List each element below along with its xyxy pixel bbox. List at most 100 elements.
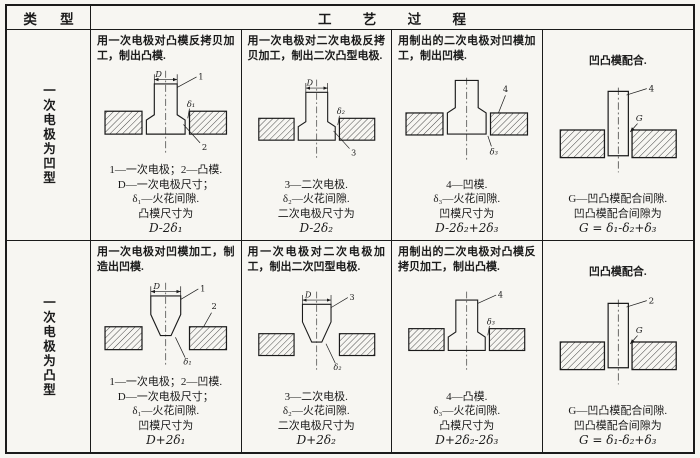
electrode-outline (301, 303, 332, 343)
formula: D-2δ₂ (299, 221, 334, 236)
process-cell: 用制出的二次电极对凸模反拷贝加工，制出凸模. 4 δ₃ 4—凸模. δ₃—火花间… (392, 241, 543, 452)
formula: G = δ₁-δ₂+δ₃ (579, 433, 657, 448)
leader-line (498, 95, 506, 114)
row-label-concave: 一次电极为凹型 (7, 30, 91, 241)
legend-line: G—凹凸模配合间隙. (568, 193, 668, 206)
legend-line: δ₁—火花间隙. (132, 405, 200, 418)
leader-line (332, 131, 350, 150)
result-label: 二次电极尺寸为 (277, 207, 355, 220)
legend-line: 4—凸模. (446, 390, 488, 403)
hatched-block (257, 332, 295, 356)
result-label: 凸模尺寸为 (138, 207, 194, 220)
legend-line: δ₁—火花间隙. (132, 193, 200, 206)
gap-label: δ₃ (487, 317, 495, 326)
dim-label: D (303, 290, 311, 299)
section-diagram: D 3 δ₂ (257, 290, 375, 373)
leader-line (477, 294, 497, 304)
hatched-block (338, 118, 375, 142)
hatched-block (188, 110, 228, 135)
process-cell: 用一次电极对凸模反拷贝加工，制出凸模. D 1 2 δ₁ (91, 30, 242, 241)
figure-wrap: 4 G (549, 69, 688, 193)
hatched-block (408, 327, 445, 351)
legend-line: 1—一次电极；2—凸模. (109, 164, 223, 177)
result-label: 凸模尺寸为 (439, 419, 495, 432)
cell-title: 用制出的二次电极对凸模反拷贝加工，制出凸模. (398, 246, 536, 273)
leader-number: 4 (503, 84, 508, 94)
header-process-cell: 工 艺 过 程 (91, 6, 693, 30)
leader-number: 4 (498, 290, 503, 299)
gap-label: δ₂ (336, 107, 344, 116)
leader-number: 1 (200, 283, 205, 293)
hatched-block (104, 325, 143, 350)
legend-line: δ₂—火花间隙. (282, 405, 350, 418)
row-label-convex: 一次电极为凸型 (7, 241, 91, 452)
gap-label: δ₁ (183, 356, 191, 366)
gap-label: δ₂ (333, 363, 341, 372)
punch-outline (145, 83, 186, 135)
formula: D+2δ₂-2δ₃ (435, 433, 499, 448)
header-type-cell: 类 型 (7, 6, 91, 30)
cell-title: 用一次电极对二次电极反拷贝加工，制出二次凸型电极. (247, 35, 386, 62)
leader-number: 3 (351, 149, 356, 158)
leader-line (330, 297, 348, 308)
legend-line: 1—一次电极；2—凹模. (109, 376, 223, 389)
dim-label: D (152, 281, 160, 291)
hatched-block (489, 112, 529, 136)
process-table: 类 型 工 艺 过 程 一次电极为凹型 用一次电极对凸模反拷贝加工，制出凸模. … (5, 4, 695, 454)
figure-wrap: 2 G (549, 280, 688, 405)
section-diagram: 4 δ₃ (408, 290, 526, 373)
hatched-block (559, 341, 605, 371)
leader-number: 3 (349, 293, 354, 302)
legend-line: D—一次电极尺寸； (117, 390, 214, 403)
process-cell: 用一次电极对凹模加工，制造出凹模. D 1 2 δ₁ (91, 241, 242, 452)
hatched-block (559, 129, 605, 159)
hatched-block (630, 129, 677, 159)
electrode-outline (150, 294, 182, 336)
figure-wrap: D 1 2 δ₁ (97, 63, 235, 163)
process-cell: 凹凸模配合. 2 G G—凹凸模配合间隙. 凹凸模配合间隙为 G = δ₁-δ₂… (543, 241, 694, 452)
gap-label: G (635, 326, 642, 336)
process-cell: 用一次电极对二次电极加工，制出二次凹型电极. D 3 δ₂ 3—二 (242, 241, 392, 452)
legend-line: G—凹凸模配合间隙. (568, 405, 668, 418)
legend-line: 3—二次电极. (284, 178, 348, 191)
dim-label: D (305, 79, 313, 88)
punch-outline (447, 299, 486, 351)
figure-wrap: 4 δ₃ (398, 63, 536, 178)
hatched-block (104, 110, 143, 135)
hatched-block (630, 341, 677, 371)
legend-line: 3—二次电极. (284, 390, 348, 403)
gap-label: δ₃ (490, 147, 499, 157)
leader-line (203, 312, 212, 327)
punch-outline (607, 91, 629, 157)
formula: D+2δ₂ (296, 433, 336, 448)
legend-line: δ₃—火花间隙. (433, 405, 501, 418)
result-label: 凹凸模配合间隙为 (573, 419, 662, 432)
section-diagram: 4 δ₃ (405, 78, 529, 163)
punch-outline (607, 302, 629, 369)
electrode-outline (446, 80, 487, 135)
legend-line: 4—凹模. (446, 178, 488, 191)
legend-line: D—一次电极尺寸； (117, 178, 214, 191)
electrode-outline (297, 92, 336, 142)
process-cell: 用一次电极对二次电极反拷贝加工，制出二次凸型电极. D δ₂ 3 (241, 30, 392, 241)
hatched-block (488, 327, 526, 351)
leader-number: 1 (198, 72, 203, 82)
cell-title: 用制出的二次电极对凹模加工，制出凹模. (398, 35, 536, 62)
gap-label: δ₁ (187, 99, 195, 109)
section-diagram: D δ₂ 3 (257, 79, 375, 161)
result-label: 凹模尺寸为 (138, 419, 194, 432)
leader-number: 2 (648, 296, 654, 306)
leader-number: 4 (648, 85, 654, 95)
leader-line (183, 124, 201, 144)
result-label: 凹模尺寸为 (439, 207, 495, 220)
process-cell: 凹凸模配合. 4 G G—凹凸模配合间隙. 凹凸模配合间隙为 G = δ₁-δ₂… (542, 30, 693, 241)
legend-line: δ₃—火花间隙. (433, 193, 501, 206)
result-label: 二次电极尺寸为 (277, 419, 355, 432)
gap-label: G (635, 114, 642, 124)
cell-title: 凹凸模配合. (588, 266, 647, 278)
section-diagram: 4 G (559, 85, 677, 173)
leader-number: 2 (202, 142, 207, 152)
hatched-block (257, 118, 295, 142)
process-cell: 用制出的二次电极对凹模加工，制出凹模. 4 δ₃ 4—凹模. δ₃—火花间隙. … (392, 30, 543, 241)
